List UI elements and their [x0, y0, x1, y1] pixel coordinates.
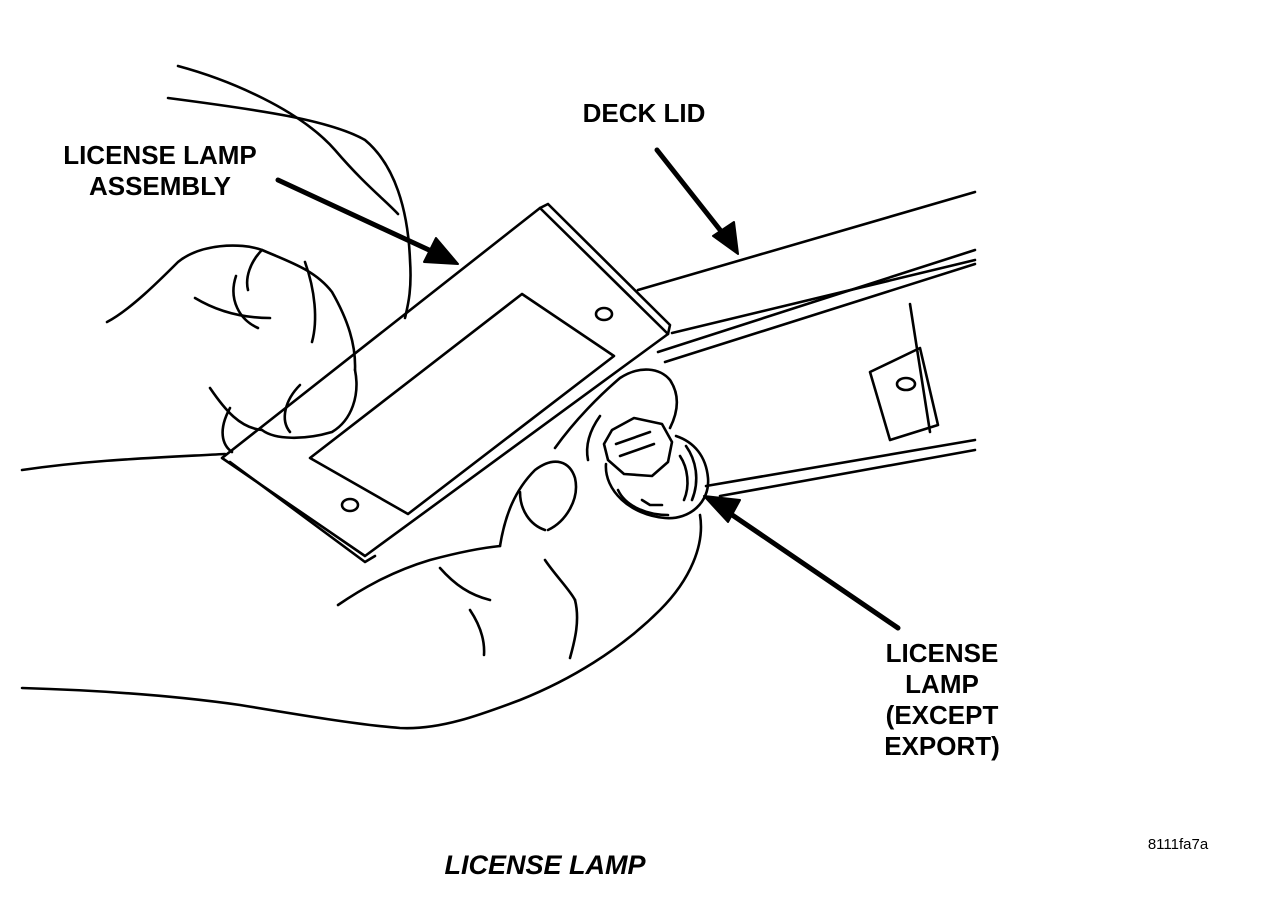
figure-caption: LICENSE LAMP [444, 850, 646, 880]
license-lamp-label: LICENSE LAMP (EXCEPT EXPORT) [872, 638, 1012, 762]
license-lamp-assembly-label: LICENSE LAMP ASSEMBLY [52, 140, 268, 202]
lower-hand [20, 368, 703, 730]
license-lamp-assembly-label-line-1: LICENSE LAMP [63, 140, 257, 170]
license-lamp-label-line-3: (EXCEPT [885, 700, 999, 730]
deck-lid [636, 190, 977, 498]
arrow-to-assembly [275, 177, 459, 265]
license-lamp-label-line-1: LICENSE [885, 638, 999, 668]
callout-arrows [275, 147, 901, 631]
license-lamp-label-line-2: LAMP [905, 669, 979, 699]
arrow-to-deck-lid [654, 147, 739, 255]
license-lamp-label-line-4: EXPORT) [884, 731, 1000, 761]
arrow-to-lamp [703, 495, 901, 631]
figure-code: 8111fa7a [1147, 836, 1209, 853]
deck-lid-label: DECK LID [582, 98, 706, 128]
lamp-socket [602, 416, 710, 520]
upper-hand [20, 64, 412, 472]
license-lamp-assembly-label-line-2: ASSEMBLY [88, 171, 232, 201]
license-lamp-assembly [220, 202, 672, 564]
